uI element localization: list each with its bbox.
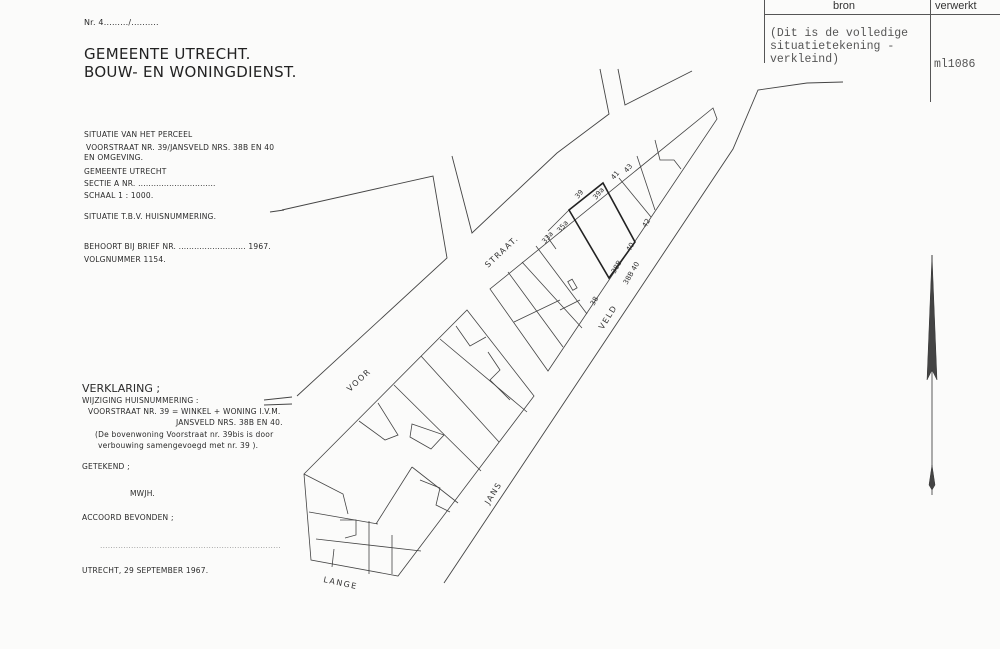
volgnummer: VOLGNUMMER 1154. (84, 255, 166, 264)
document-number: Nr. 4........./.......... (84, 18, 159, 27)
brief-reference: BEHOORT BIJ BRIEF NR. ..................… (84, 242, 271, 251)
north-arrow-icon (926, 254, 938, 495)
verklaring-line3: JANSVELD NRS. 38B EN 40. (176, 418, 283, 427)
parcel-label: 38 (589, 295, 600, 307)
side-street-edge (617, 68, 693, 106)
bron-header: bron (833, 0, 856, 12)
verklaring-line2: VOORSTRAAT NR. 39 = WINKEL + WONING I.V.… (88, 407, 281, 416)
jansveld-se-edge (443, 81, 844, 584)
signature-line: ........................................… (100, 541, 281, 550)
voorstraat-nw-edge-upper (451, 68, 610, 234)
highlighted-parcel (567, 181, 636, 280)
date-line: UTRECHT, 29 SEPTEMBER 1967. (82, 566, 209, 575)
parcel-label: 39a (591, 186, 606, 201)
parcel-label: 33a (540, 230, 555, 245)
street-label-jans: JANS (483, 480, 504, 507)
accoord-label: ACCOORD BEVONDEN ; (82, 513, 174, 522)
street-label-veld: VELD (597, 303, 619, 331)
getekend-label: GETEKEND ; (82, 462, 130, 471)
schaal: SCHAAL 1 : 1000. (84, 191, 154, 200)
verklaring-line1: WIJZIGING HUISNUMMERING : (82, 396, 199, 405)
table-header-bron: bron (764, 0, 931, 15)
street-label-lange: LANGE (323, 575, 359, 591)
street-label-straat: STRAAT. (483, 234, 520, 270)
gemeente: GEMEENTE UTRECHT (84, 167, 167, 176)
department-title: BOUW- EN WONINGDIENST. (84, 63, 297, 81)
bron-line3: verkleind) (770, 53, 840, 66)
municipality-title: GEMEENTE UTRECHT. (84, 45, 251, 63)
verwerkt-header: verwerkt (935, 0, 977, 12)
situatie-line1: SITUATIE VAN HET PERCEEL (84, 130, 193, 139)
street-lines (263, 68, 844, 584)
verklaring-line5: verbouwing samengevoegd met nr. 39 ). (98, 441, 259, 450)
verklaring-heading: VERKLARING ; (82, 382, 161, 395)
verwerkt-value: ml1086 (934, 58, 976, 71)
parcel-label: 39 (573, 188, 585, 200)
street-label-voor: VOOR (345, 367, 373, 394)
bron-line2: situatietekening - (770, 40, 895, 53)
parcel-label: 38B 40 (622, 260, 641, 286)
parcel-label: 41 (609, 169, 621, 181)
parcel-label: 40 (625, 241, 636, 253)
situatie-line3: EN OMGEVING. (84, 153, 144, 162)
sectie: SECTIE A NR. ...........................… (84, 179, 216, 188)
parcel-label: 43 (622, 162, 634, 174)
signature-initials: MWJH. (130, 489, 155, 498)
table-header-verwerkt: verwerkt (930, 0, 1000, 15)
block-south (303, 309, 535, 577)
situatie-tbv: SITUATIE T.B.V. HUISNUMMERING. (84, 212, 217, 221)
parcel-label: 42 (641, 217, 652, 229)
table-divider-mid (930, 15, 931, 102)
bron-line1: (Dit is de volledige (770, 27, 909, 40)
block-north (489, 107, 718, 372)
table-divider-left (764, 15, 765, 63)
situatie-line2: VOORSTRAAT NR. 39/JANSVELD NRS. 38B EN 4… (86, 143, 275, 152)
verklaring-line4: (De bovenwoning Voorstraat nr. 39bis is … (95, 430, 274, 439)
voorstraat-nw-edge-lower (281, 175, 448, 397)
